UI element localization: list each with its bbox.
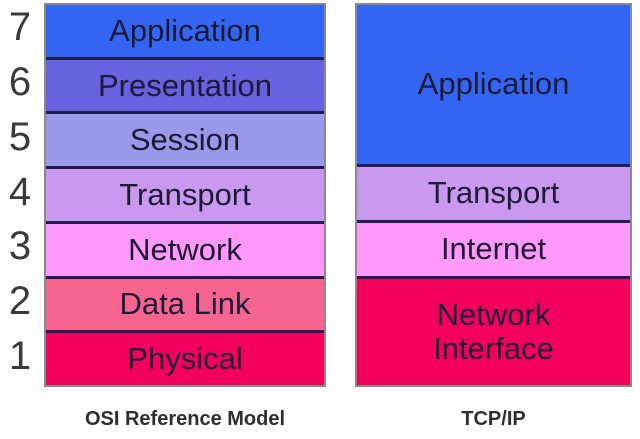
- tcpip-layer-application: Application: [357, 5, 630, 164]
- tcpip-network-interface-label: Network Interface: [433, 296, 554, 366]
- layer-number-5: 5: [8, 114, 32, 159]
- tcpip-layer-internet: Internet: [357, 220, 630, 276]
- layer-number-1: 1: [8, 334, 32, 379]
- layer-number-4: 4: [8, 169, 32, 214]
- osi-layer-network: Network: [46, 220, 324, 276]
- osi-layer-presentation: Presentation: [46, 56, 324, 112]
- layer-number-7: 7: [8, 4, 32, 49]
- tcpip-layer-network-interface: Network Interface: [357, 276, 630, 385]
- tcpip-caption: TCP/IP: [461, 407, 526, 430]
- osi-caption: OSI Reference Model: [84, 407, 286, 430]
- tcpip-stack: Application Transport Internet Network I…: [355, 3, 632, 387]
- osi-layer-session: Session: [46, 111, 324, 167]
- osi-layer-datalink: Data Link: [46, 275, 324, 331]
- osi-layer-numbers: 7 6 5 4 3 2 1: [0, 0, 40, 384]
- osi-layer-physical: Physical: [46, 330, 324, 386]
- layer-number-3: 3: [8, 224, 32, 269]
- osi-layer-application: Application: [46, 5, 324, 57]
- osi-layer-transport: Transport: [46, 166, 324, 221]
- osi-stack: Application Presentation Session Transpo…: [44, 3, 326, 387]
- layer-number-6: 6: [8, 59, 32, 104]
- tcpip-layer-transport: Transport: [357, 164, 630, 220]
- layer-number-2: 2: [8, 279, 32, 324]
